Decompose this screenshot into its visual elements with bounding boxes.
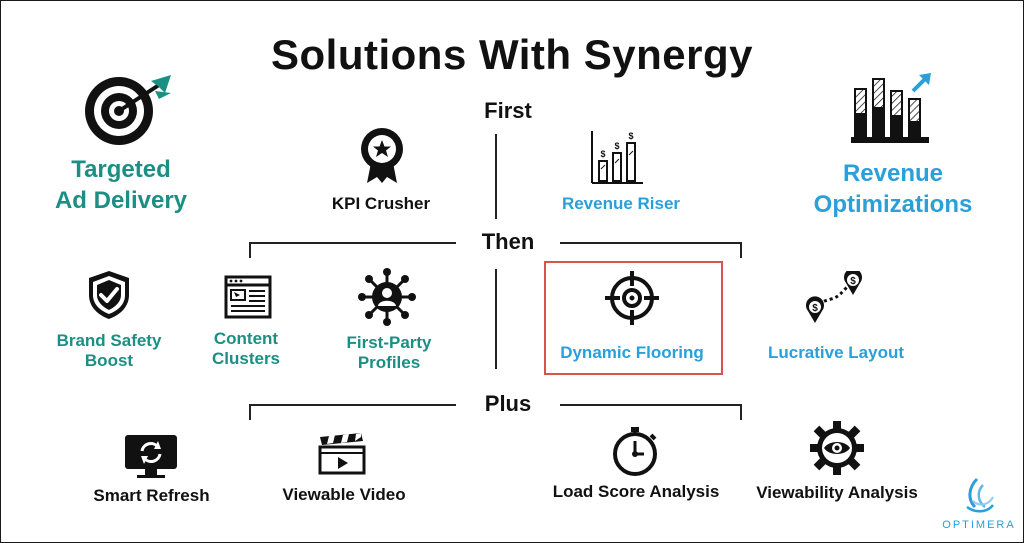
feature-targeted-ad-delivery: Targeted Ad Delivery — [54, 156, 188, 215]
gear-eye-icon — [810, 421, 864, 475]
label-kpi-crusher: KPI Crusher — [331, 194, 431, 213]
label-first-party-profiles: First-Party Profiles — [346, 333, 432, 373]
feature-revenue-optimizations: Revenue Optimizations — [813, 160, 973, 219]
plus-bracket-left — [249, 404, 251, 420]
label-load-score-analysis: Load Score Analysis — [552, 482, 720, 501]
target-arrow-icon — [85, 75, 171, 145]
dollar-route-icon: $ $ — [806, 271, 862, 323]
section-then: Then — [456, 229, 560, 255]
svg-text:$: $ — [600, 149, 605, 159]
label-content-clusters: Content Clusters — [211, 329, 281, 369]
label-revenue-riser: Revenue Riser — [561, 194, 681, 213]
crosshair-icon — [605, 271, 659, 325]
first-divider — [495, 134, 497, 219]
optimera-logo-icon — [966, 477, 994, 513]
section-first: First — [456, 98, 560, 124]
award-ribbon-icon — [361, 128, 403, 183]
then-bracket-left — [249, 242, 251, 258]
label-viewability-analysis: Viewability Analysis — [756, 483, 918, 502]
label-smart-refresh: Smart Refresh — [93, 486, 210, 505]
user-network-icon — [358, 268, 416, 326]
page-title: Solutions With Synergy — [271, 31, 753, 78]
label-viewable-video: Viewable Video — [282, 485, 406, 504]
label-lucrative-layout: Lucrative Layout — [767, 343, 905, 362]
optimera-logo-text: OPTIMERA — [942, 519, 1016, 531]
then-divider — [495, 269, 497, 369]
plus-bracket-right — [740, 404, 742, 420]
svg-text:$: $ — [850, 276, 856, 287]
then-bracket-right — [740, 242, 742, 258]
svg-text:$: $ — [812, 303, 818, 314]
stopwatch-icon — [613, 427, 657, 476]
svg-text:$: $ — [628, 131, 633, 141]
label-dynamic-flooring: Dynamic Flooring — [560, 343, 704, 362]
bar-chart-arrow-icon — [851, 73, 931, 143]
dynamic-flooring-highlight — [544, 261, 723, 375]
browser-layout-icon — [224, 275, 272, 319]
section-plus: Plus — [456, 391, 560, 417]
dollar-bar-chart-icon: $ $ $ — [591, 131, 643, 184]
label-brand-safety-boost: Brand Safety Boost — [56, 331, 162, 371]
clapperboard-icon — [318, 433, 366, 475]
monitor-refresh-icon — [125, 435, 177, 478]
svg-text:$: $ — [614, 141, 619, 151]
shield-check-icon — [89, 271, 129, 319]
